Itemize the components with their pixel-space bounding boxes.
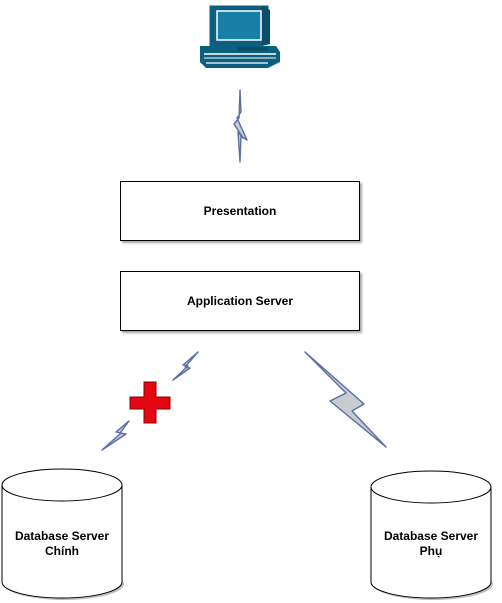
db-primary-line2: Chính <box>45 544 79 558</box>
link-appserver-db-primary <box>101 351 199 451</box>
presentation-box[interactable]: Presentation <box>120 181 360 241</box>
db-secondary-label: Database Server Phụ <box>371 529 491 559</box>
red-cross-icon <box>129 381 171 424</box>
link-client-presentation <box>233 89 248 163</box>
db-secondary-line1: Database Server <box>383 529 479 543</box>
db-secondary-line2: Phụ <box>419 544 443 558</box>
db-primary-label: Database Server Chính <box>2 529 122 559</box>
application-server-label: Application Server <box>186 294 294 308</box>
presentation-label: Presentation <box>203 204 277 218</box>
application-server-box[interactable]: Application Server <box>120 271 360 331</box>
db-primary-line1: Database Server <box>14 529 110 543</box>
desktop-computer-icon[interactable] <box>200 5 280 68</box>
link-appserver-db-secondary <box>304 351 387 448</box>
db-primary-cylinder[interactable] <box>1 468 124 600</box>
db-secondary-cylinder[interactable] <box>370 470 493 600</box>
